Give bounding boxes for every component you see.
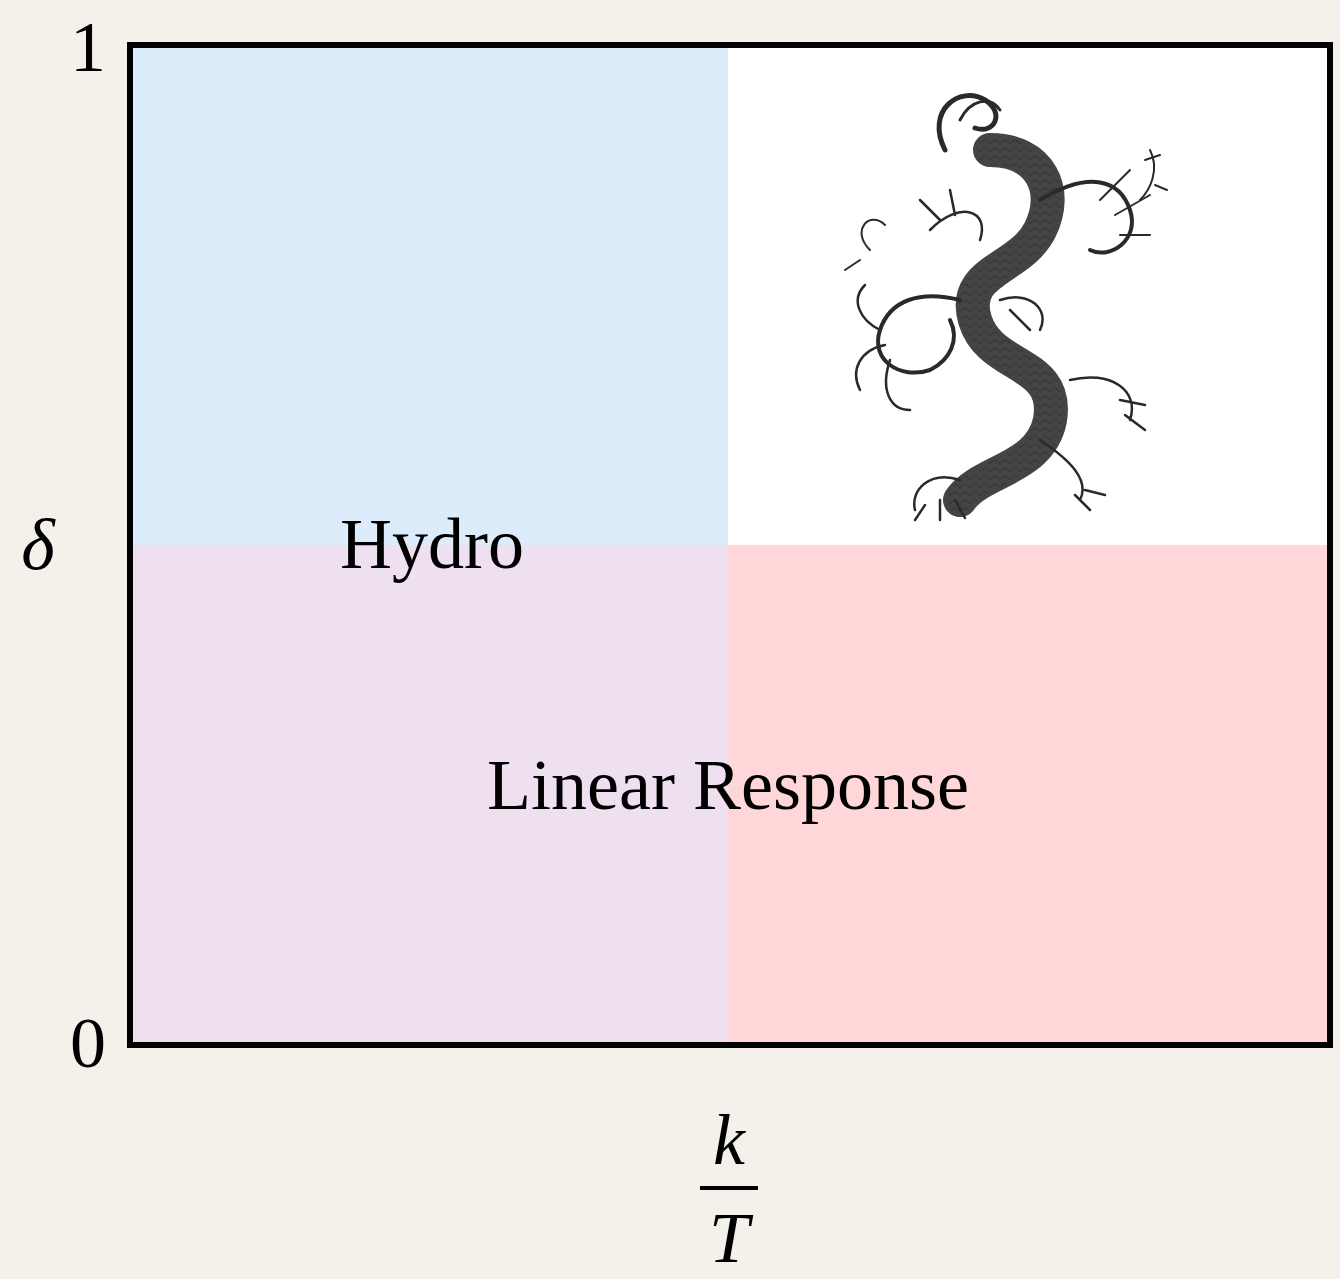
axis-tick: 0 (70, 1007, 106, 1079)
region-label: Hydro (340, 508, 524, 580)
axis-tick: 1 (70, 11, 106, 83)
axis-symbol: k (713, 1104, 745, 1176)
hydro-region (130, 45, 728, 545)
dragon-illustration (845, 96, 1167, 520)
plot-frame (130, 45, 1330, 1045)
unknown-region (728, 45, 1330, 545)
axis-symbol: T (709, 1202, 749, 1274)
fraction-bar (700, 1186, 758, 1190)
axis-symbol: δ (21, 509, 54, 581)
region-label: Linear Response (487, 749, 969, 821)
